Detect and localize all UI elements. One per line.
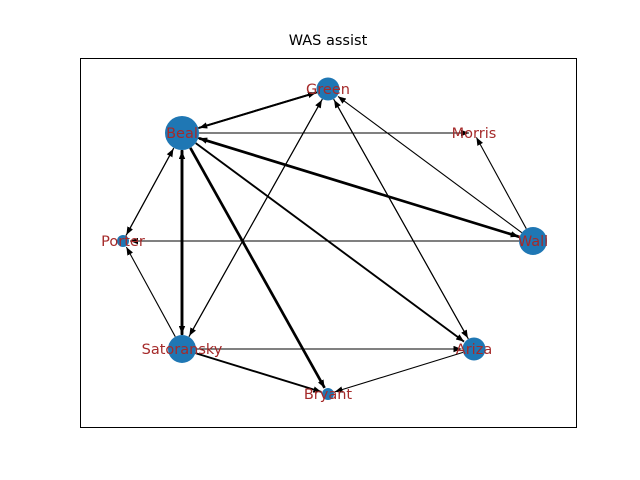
node-wall bbox=[519, 227, 547, 255]
node-label-porter: Porter bbox=[101, 234, 145, 250]
edge-porter-to-beal bbox=[125, 148, 174, 236]
edge-wall-to-morris bbox=[475, 137, 527, 229]
chart-title: WAS assist bbox=[288, 33, 368, 49]
node-label-wall: Wall bbox=[518, 234, 548, 250]
edge-satoransky-to-porter bbox=[125, 246, 176, 337]
node-bryant bbox=[322, 388, 334, 400]
edge-ariza-to-green bbox=[333, 99, 469, 340]
node-beal bbox=[165, 116, 199, 150]
edge-beal-to-ariza bbox=[195, 142, 465, 343]
node-label-beal: Beal bbox=[166, 126, 198, 142]
node-ariza bbox=[462, 337, 486, 361]
edge-wall-to-green bbox=[337, 95, 523, 234]
edges-layer bbox=[125, 91, 527, 393]
nodes-layer bbox=[117, 77, 547, 400]
node-label-ariza: Ariza bbox=[456, 342, 492, 358]
node-green bbox=[316, 77, 340, 101]
node-porter bbox=[117, 235, 129, 247]
edge-satoransky-to-bryant bbox=[195, 352, 322, 393]
edge-ariza-to-bryant bbox=[334, 351, 464, 393]
node-label-morris: Morris bbox=[452, 126, 497, 142]
edge-green-to-beal bbox=[198, 91, 318, 129]
node-label-satoransky: Satoransky bbox=[142, 342, 223, 358]
node-label-bryant: Bryant bbox=[304, 387, 353, 403]
plot-frame bbox=[80, 58, 577, 428]
edge-green-to-satoransky bbox=[188, 98, 323, 337]
edge-beal-to-wall bbox=[197, 137, 519, 238]
node-label-green: Green bbox=[306, 82, 350, 98]
node-satoransky bbox=[168, 335, 196, 363]
edge-beal-to-bryant bbox=[189, 147, 326, 389]
